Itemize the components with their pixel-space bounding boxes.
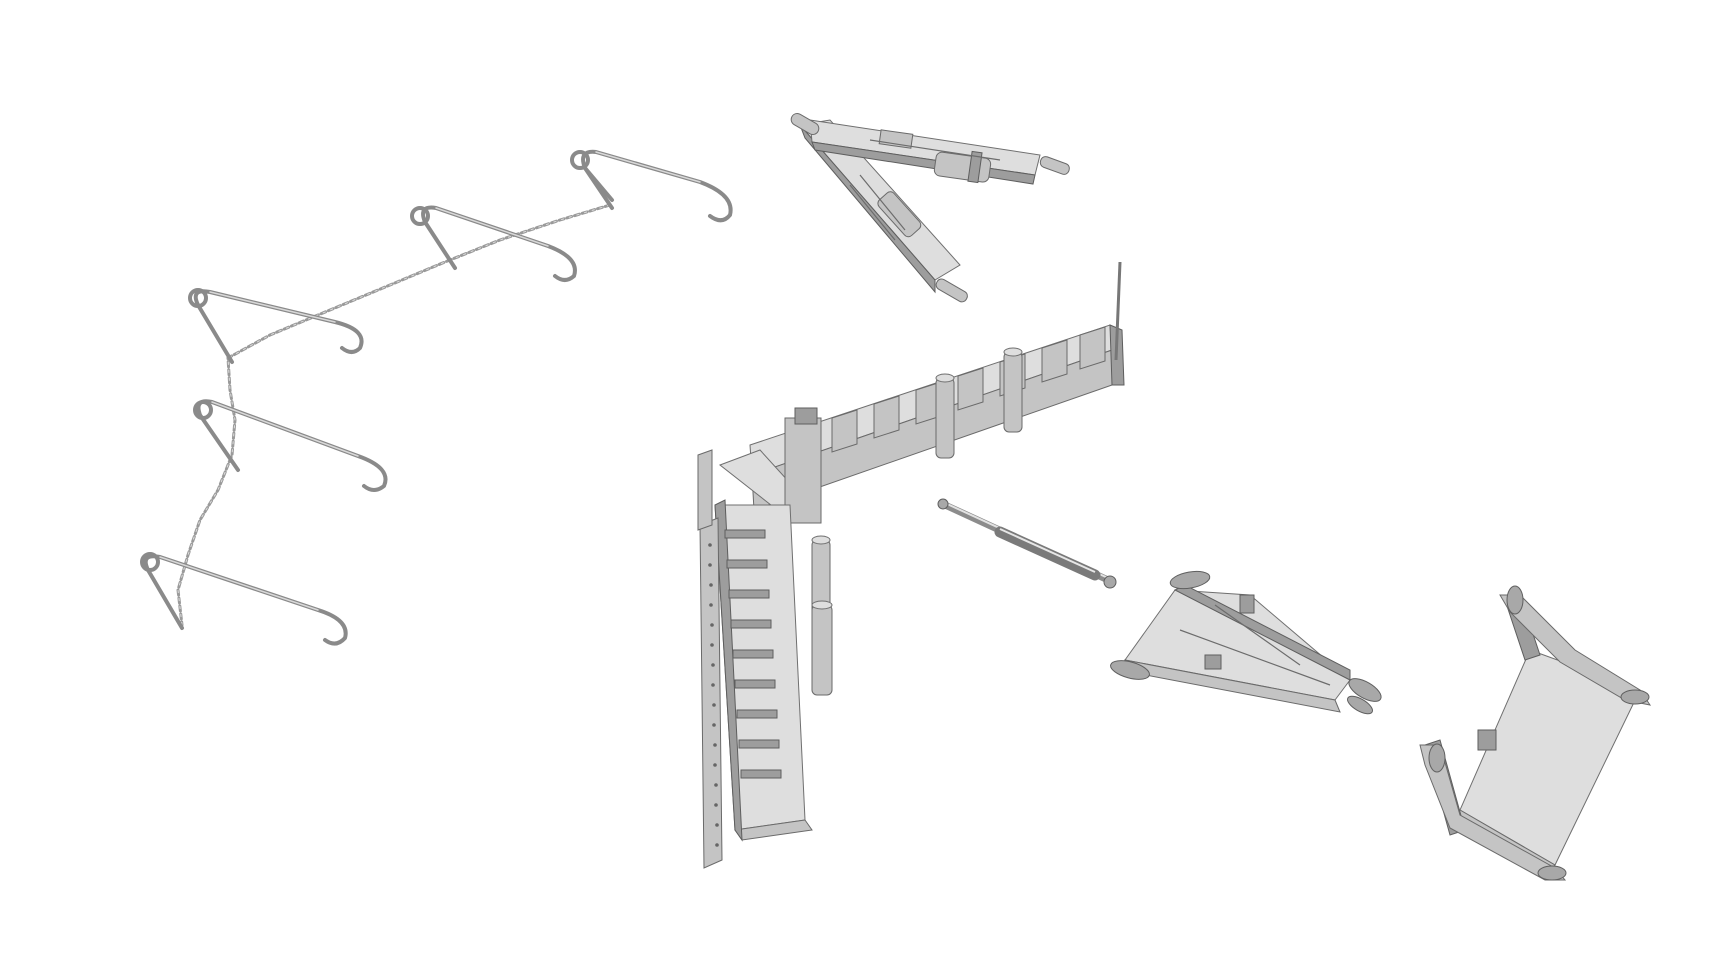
spring-tine-5 [140,552,348,646]
spring-tine-3 [188,288,364,364]
v-frame-linkage [790,113,1070,303]
hydraulic-cylinder [937,498,1117,589]
main-toolbar-frame [697,261,1125,869]
lower-beam-brackets [724,529,782,779]
lower-beam-posts [811,535,833,696]
spring-tine-2 [410,205,577,282]
spring-tine-harrow-assembly [140,149,733,646]
harrow-chain [176,203,612,627]
spring-tine-1 [570,149,733,223]
spring-tine-4 [193,399,388,492]
box-bracket [1419,585,1652,881]
perforated-plate-holes [708,543,719,847]
a-frame-hitch [1110,570,1382,715]
upper-beam-posts [935,261,1122,459]
